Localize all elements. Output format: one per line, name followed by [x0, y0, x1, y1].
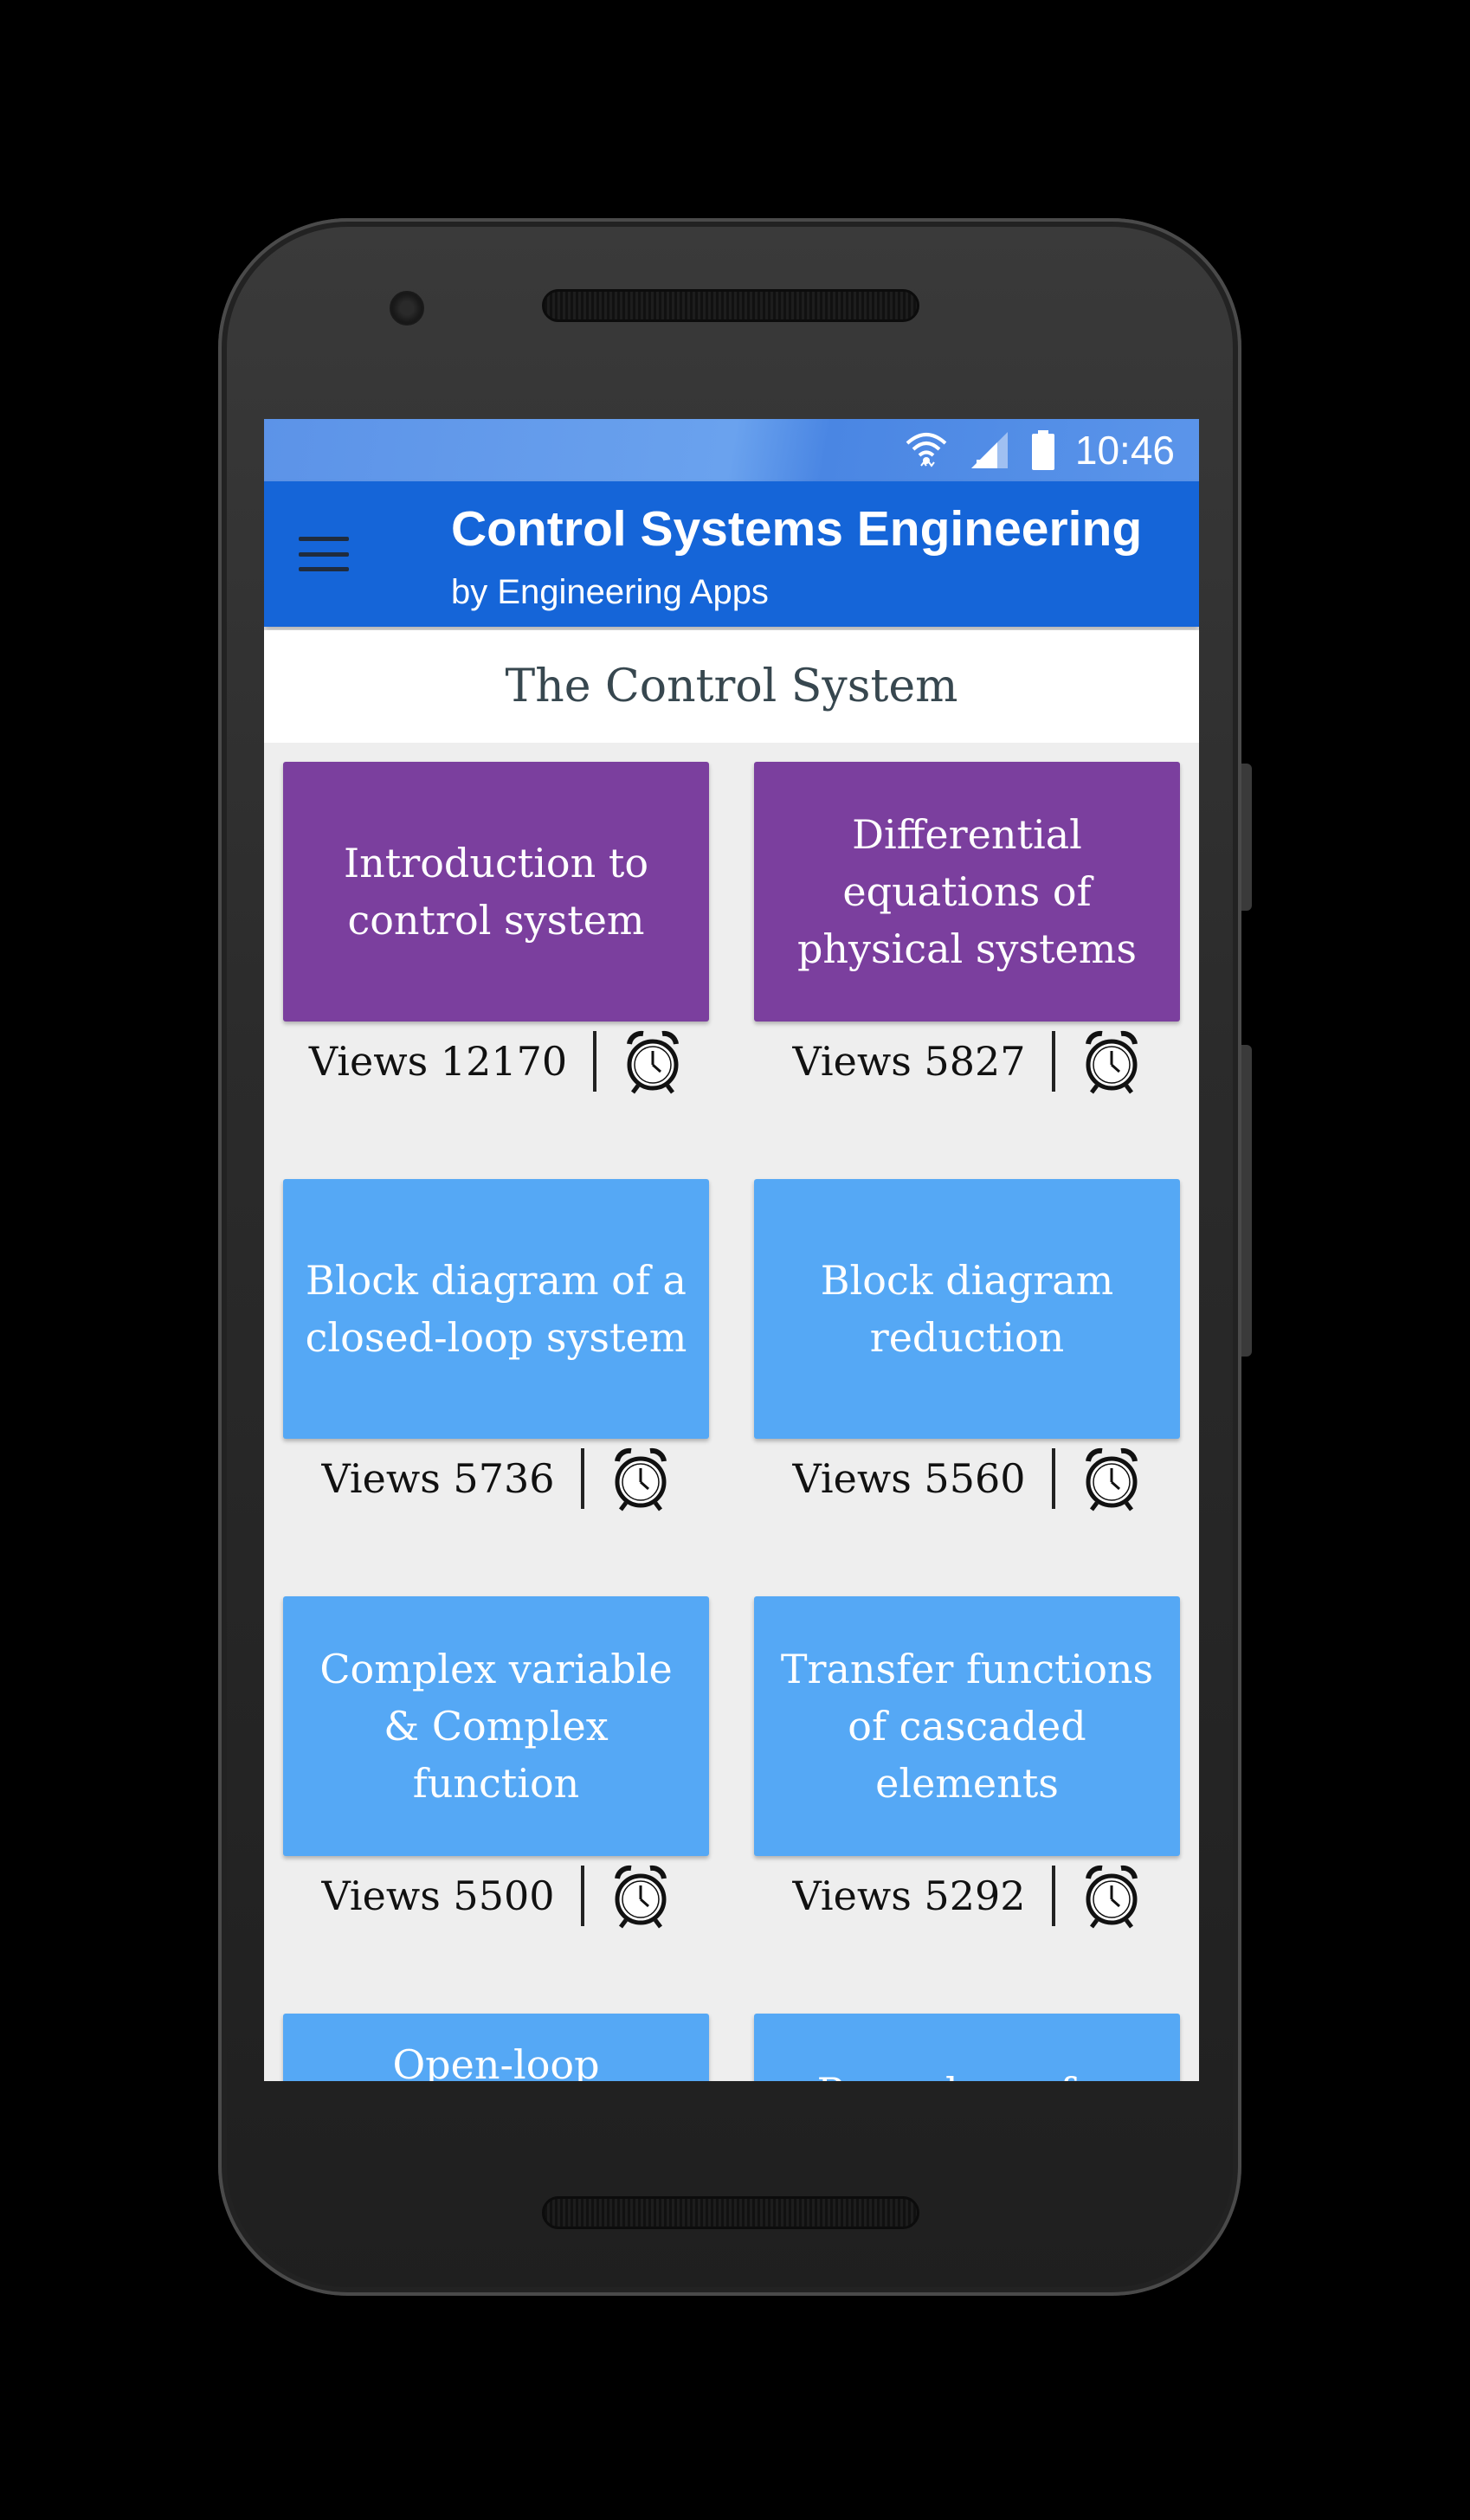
- alarm-clock-icon[interactable]: [1081, 1863, 1142, 1929]
- divider: [580, 1866, 584, 1926]
- alarm-clock-icon[interactable]: [610, 1446, 671, 1511]
- topic-tile[interactable]: Transfer functions of cascaded elements: [754, 1596, 1180, 1856]
- topic-meta: Views 5560: [754, 1439, 1180, 1518]
- app-screen: 10:46 Control Systems Engineering by Eng…: [264, 419, 1199, 2081]
- alarm-clock-icon[interactable]: [610, 1863, 671, 1929]
- topic-meta: Views 12170: [283, 1022, 709, 1101]
- divider: [1051, 1866, 1055, 1926]
- divider: [1051, 1031, 1055, 1092]
- topic-card: Block diagram of a closed-loop system Vi…: [283, 1179, 709, 1518]
- views-count: Views 12170: [308, 1038, 568, 1085]
- topic-tile[interactable]: Block diagram of a closed-loop system: [283, 1179, 709, 1439]
- topic-card: Procedures for: [754, 2014, 1180, 2081]
- earpiece-speaker: [542, 289, 919, 322]
- divider: [593, 1031, 597, 1092]
- battery-icon: [1030, 429, 1056, 472]
- topic-card: Introduction to control system Views 121…: [283, 762, 709, 1101]
- wifi-icon: [904, 428, 949, 473]
- front-camera: [390, 291, 424, 325]
- topic-tile[interactable]: Open-loop: [283, 2014, 709, 2081]
- alarm-clock-icon[interactable]: [1081, 1028, 1142, 1094]
- views-count: Views 5292: [792, 1872, 1026, 1919]
- topic-card: Differential equations of physical syste…: [754, 762, 1180, 1101]
- divider: [580, 1448, 584, 1509]
- views-count: Views 5827: [792, 1038, 1026, 1085]
- views-count: Views 5500: [321, 1872, 555, 1919]
- topic-card: Block diagram reduction Views 5560: [754, 1179, 1180, 1518]
- topic-tile[interactable]: Procedures for: [754, 2014, 1180, 2081]
- status-time: 10:46: [1074, 428, 1175, 473]
- topic-meta: Views 5827: [754, 1022, 1180, 1101]
- topic-tile[interactable]: Differential equations of physical syste…: [754, 762, 1180, 1022]
- app-title: Control Systems Engineering: [451, 501, 1143, 557]
- section-title: The Control System: [264, 630, 1199, 743]
- power-button: [1241, 764, 1252, 911]
- bottom-speaker: [542, 2196, 919, 2229]
- topic-meta: Views 5292: [754, 1856, 1180, 1936]
- signal-icon: [968, 429, 1011, 472]
- app-bar: Control Systems Engineering by Engineeri…: [264, 481, 1199, 627]
- topic-card: Open-loop: [283, 2014, 709, 2081]
- alarm-clock-icon[interactable]: [1081, 1446, 1142, 1511]
- views-count: Views 5560: [792, 1455, 1026, 1502]
- topic-card: Transfer functions of cascaded elements …: [754, 1596, 1180, 1936]
- topic-tile[interactable]: Introduction to control system: [283, 762, 709, 1022]
- topic-meta: Views 5500: [283, 1856, 709, 1936]
- phone-frame: 10:46 Control Systems Engineering by Eng…: [218, 218, 1252, 2296]
- topic-card: Complex variable & Complex function View…: [283, 1596, 709, 1936]
- alarm-clock-icon[interactable]: [622, 1028, 683, 1094]
- divider: [1051, 1448, 1055, 1509]
- volume-button: [1241, 1045, 1252, 1357]
- status-bar: 10:46: [264, 419, 1199, 481]
- hamburger-menu-icon[interactable]: [297, 530, 351, 578]
- topic-tile[interactable]: Complex variable & Complex function: [283, 1596, 709, 1856]
- views-count: Views 5736: [321, 1455, 555, 1502]
- topic-meta: Views 5736: [283, 1439, 709, 1518]
- app-subtitle: by Engineering Apps: [451, 573, 769, 611]
- topic-tile[interactable]: Block diagram reduction: [754, 1179, 1180, 1439]
